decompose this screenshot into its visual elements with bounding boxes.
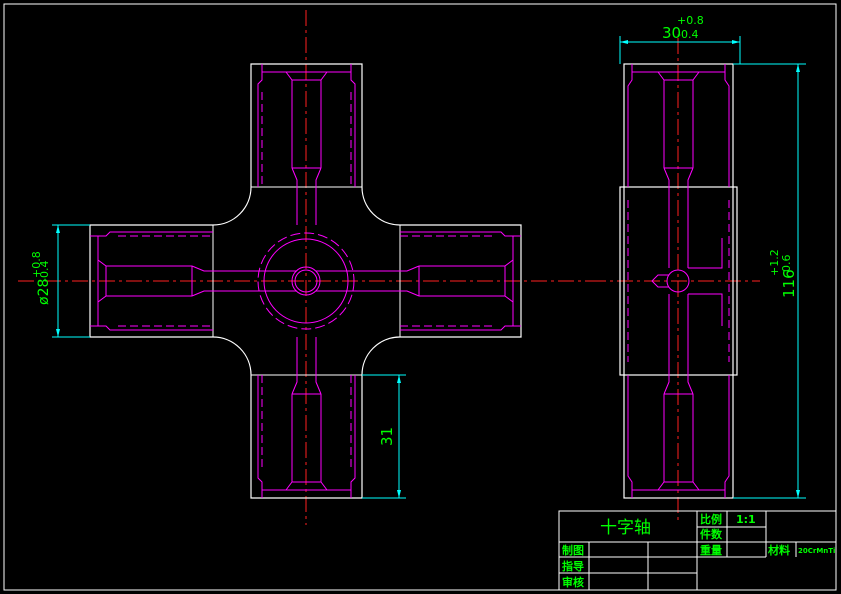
center-hub: [257, 232, 355, 330]
width-dim-upper-tol: +0.8: [677, 14, 704, 27]
arm-length-dim-text: 31: [378, 427, 396, 446]
side-dimensions: 30 +0.8 -0.4 116 +1.2 -0.6: [619, 14, 806, 499]
side-hidden: [627, 64, 730, 498]
review-label: 审核: [562, 575, 584, 589]
material-label: 材料: [768, 543, 790, 557]
side-outline: [619, 63, 738, 499]
drawing-border: [3, 3, 837, 591]
title-block: 十字轴 比例 1:1 件数 重量 材料 20CrMnTi 制图 指导 审核: [558, 510, 837, 591]
weight-label: 重量: [700, 543, 722, 557]
total-length-upper-tol: +1.2: [768, 249, 781, 276]
width-dim-text: 30: [662, 24, 681, 42]
top-arm-hidden: [257, 64, 356, 225]
diameter-dim-upper-tol: +0.8: [30, 251, 43, 278]
front-dimensions: ø28 +0.8 -0.4 31: [30, 224, 406, 499]
side-center-lines: [590, 38, 760, 520]
width-dim-lower-tol: -0.4: [677, 28, 698, 41]
part-name: 十字轴: [600, 518, 651, 538]
scale-value: 1:1: [736, 513, 756, 526]
guide-label: 指导: [562, 559, 584, 573]
drawn-label: 制图: [562, 543, 584, 557]
right-arm-hidden: [316, 231, 521, 331]
material-value: 20CrMnTi: [798, 547, 835, 555]
total-length-dim-text: 116: [780, 269, 798, 298]
front-view: [18, 10, 590, 525]
diameter-dim-lower-tol: -0.4: [38, 261, 51, 282]
side-view: [590, 38, 760, 520]
bottom-arm-hidden: [257, 337, 356, 498]
arm-shoulders: [212, 186, 401, 376]
quantity-label: 件数: [700, 527, 723, 541]
scale-label: 比例: [700, 512, 722, 526]
left-arm-hidden: [90, 231, 297, 331]
diameter-dim-text: ø28: [36, 279, 52, 305]
total-length-lower-tol: -0.6: [780, 255, 793, 276]
